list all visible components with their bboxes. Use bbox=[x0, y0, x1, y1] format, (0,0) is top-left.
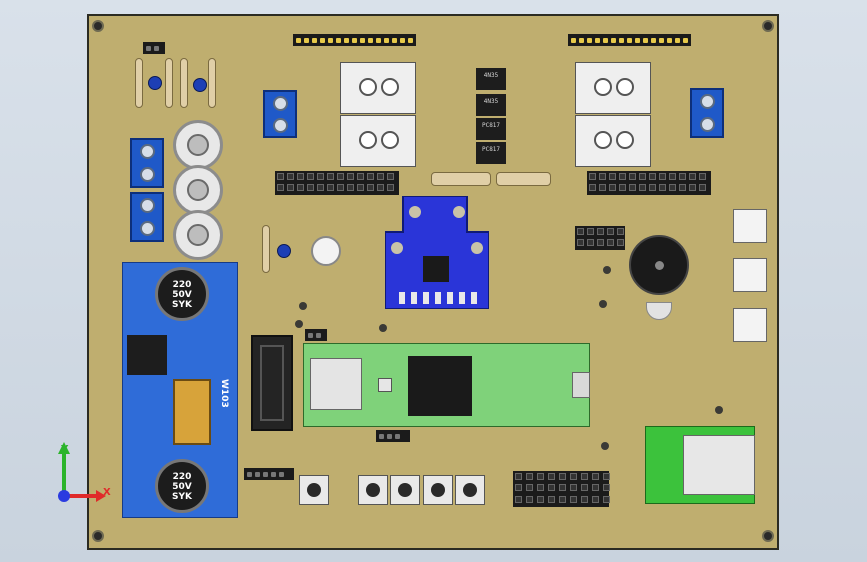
led-blue bbox=[277, 244, 291, 258]
push-button[interactable] bbox=[299, 475, 329, 505]
idc-connector bbox=[251, 335, 293, 431]
pin-header bbox=[293, 34, 416, 46]
resistor bbox=[208, 58, 216, 108]
pin-header bbox=[305, 329, 327, 341]
electrolytic-capacitor: 220 50V SYK bbox=[155, 459, 209, 513]
pin-header bbox=[143, 42, 165, 54]
buck-converter-module: 220 50V SYK 220 50V SYK W103 bbox=[122, 262, 238, 518]
via bbox=[715, 406, 723, 414]
optocoupler: 4N35 bbox=[476, 94, 506, 116]
push-button[interactable] bbox=[390, 475, 420, 505]
via bbox=[299, 302, 307, 310]
resistor bbox=[496, 172, 551, 186]
mounting-hole bbox=[92, 530, 104, 542]
led-white bbox=[311, 236, 341, 266]
via bbox=[295, 320, 303, 328]
toggle-switch[interactable] bbox=[173, 210, 223, 260]
pin-header-double bbox=[513, 471, 610, 507]
usb-a-connector bbox=[645, 426, 755, 504]
relay bbox=[340, 62, 416, 114]
pin-header bbox=[376, 430, 410, 442]
mounting-hole bbox=[762, 530, 774, 542]
resistor bbox=[135, 58, 143, 108]
optocoupler: PC817 bbox=[476, 118, 506, 140]
pin-header-double bbox=[275, 171, 399, 195]
led-blue bbox=[193, 78, 207, 92]
relay bbox=[340, 115, 416, 167]
axis-y-label: Y bbox=[61, 444, 69, 455]
electrolytic-capacitor: 220 50V SYK bbox=[155, 267, 209, 321]
resistor bbox=[262, 225, 270, 273]
toggle-switch[interactable] bbox=[173, 120, 223, 170]
via bbox=[603, 266, 611, 274]
screw-terminal bbox=[690, 88, 724, 138]
screw-terminal bbox=[263, 90, 297, 138]
inductor bbox=[173, 379, 211, 445]
usb-micro-port bbox=[572, 372, 590, 398]
resistor bbox=[180, 58, 188, 108]
optocoupler: PC817 bbox=[476, 142, 506, 164]
jst-connector bbox=[733, 258, 767, 292]
jst-connector bbox=[733, 308, 767, 342]
relay bbox=[575, 115, 651, 167]
axis-triad-icon bbox=[58, 442, 106, 502]
mcu-chip bbox=[408, 356, 472, 416]
jst-connector bbox=[733, 209, 767, 243]
pot-label: W103 bbox=[219, 379, 229, 408]
reset-button[interactable] bbox=[378, 378, 392, 392]
pin-header-double bbox=[575, 226, 625, 250]
led-blue bbox=[148, 76, 162, 90]
via bbox=[601, 442, 609, 450]
buzzer bbox=[629, 235, 689, 295]
optocoupler: 4N35 bbox=[476, 68, 506, 90]
push-button[interactable] bbox=[423, 475, 453, 505]
regulator-ic bbox=[127, 335, 167, 375]
relay bbox=[575, 62, 651, 114]
sd-card-slot bbox=[310, 358, 362, 410]
via bbox=[379, 324, 387, 332]
screw-terminal bbox=[130, 138, 164, 188]
pin-header-double bbox=[587, 171, 711, 195]
mounting-hole bbox=[92, 20, 104, 32]
microcontroller-board bbox=[303, 343, 590, 427]
pin-header bbox=[244, 468, 294, 480]
resistor bbox=[431, 172, 491, 186]
via bbox=[599, 300, 607, 308]
toggle-switch[interactable] bbox=[173, 165, 223, 215]
push-button[interactable] bbox=[358, 475, 388, 505]
axis-x-label: X bbox=[103, 487, 111, 498]
mounting-hole bbox=[762, 20, 774, 32]
screw-terminal bbox=[130, 192, 164, 242]
push-button[interactable] bbox=[455, 475, 485, 505]
resistor bbox=[165, 58, 173, 108]
pin-header bbox=[568, 34, 691, 46]
imu-module bbox=[385, 196, 489, 309]
